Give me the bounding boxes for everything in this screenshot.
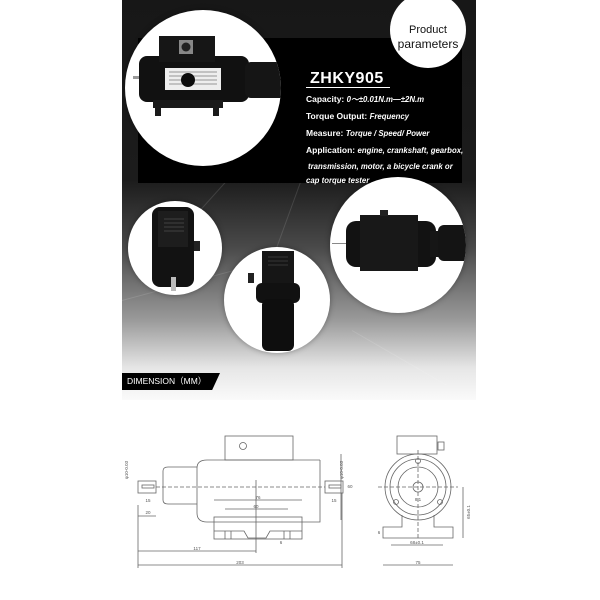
spec-label: Measure:: [306, 128, 344, 138]
dim-base-width: 75: [415, 560, 421, 565]
badge-line2: parameters: [397, 37, 459, 51]
spec-application-cont: transmission, motor, a bicycle crank or: [308, 161, 453, 171]
spec-torque-output: Torque Output: Frequency: [306, 111, 409, 121]
badge-line1: Product: [409, 24, 447, 36]
dim-slot: 6: [280, 540, 283, 545]
dim-shaft-key-left: 15: [145, 498, 151, 503]
dim-base-holes-side: 68±0.1: [410, 540, 424, 545]
dimension-banner: DIMENSION（MM）: [122, 373, 220, 390]
spec-value: 0～±0.01N.m—±2N.m: [346, 95, 425, 104]
dim-height: 60: [347, 484, 353, 489]
torque-sensor-icon: [332, 210, 466, 271]
spec-label: Torque Output:: [306, 111, 368, 121]
dim-shaft-tol-left: φ10-0.03: [124, 460, 129, 479]
product-hero: Product parameters ZHKY905 Capacity: 0～±…: [122, 0, 476, 400]
dim-total-length: 203: [236, 560, 244, 565]
decor-streak: [351, 330, 448, 386]
photo-sensor-vertical: [224, 247, 330, 353]
dim-key: 8.1: [415, 497, 422, 502]
dim-shaft-len-left: 20: [145, 510, 151, 515]
dim-base-holes: 60: [253, 504, 259, 509]
spec-value: Frequency: [369, 112, 410, 121]
spec-value: cap torque tester: [306, 176, 370, 185]
spec-value: transmission, motor, a bicycle crank or: [308, 162, 453, 171]
spec-value: engine, crankshaft, gearbox,: [357, 146, 464, 155]
spec-application: Application: engine, crankshaft, gearbox…: [306, 145, 463, 155]
spec-label: Application:: [306, 145, 356, 155]
spec-capacity: Capacity: 0～±0.01N.m—±2N.m: [306, 94, 424, 105]
spec-measure: Measure: Torque / Speed/ Power: [306, 128, 429, 138]
photo-sensor-side: [330, 177, 466, 313]
torque-sensor-icon: [248, 251, 300, 351]
dim-base-outer: 76: [255, 495, 261, 500]
dim-shaft-tol-right: φ10-0.03: [339, 460, 344, 479]
dim-shaft-key-right: 15: [331, 498, 337, 503]
dim-half-length: 117: [193, 546, 201, 551]
dim-base-thickness: 6: [378, 530, 381, 535]
model-number: ZHKY905: [306, 70, 390, 88]
torque-sensor-icon: [133, 36, 281, 116]
dim-center-height: 65±0.1: [466, 505, 471, 519]
spec-application-cont: cap torque tester: [306, 175, 369, 185]
torque-sensor-icon: [152, 207, 200, 291]
photo-sensor-end: [128, 201, 222, 295]
photo-sensor-front: [125, 10, 281, 166]
spec-label: Capacity:: [306, 94, 345, 104]
product-parameters-badge: Product parameters: [390, 0, 466, 68]
spec-value: Torque / Speed/ Power: [345, 129, 430, 138]
